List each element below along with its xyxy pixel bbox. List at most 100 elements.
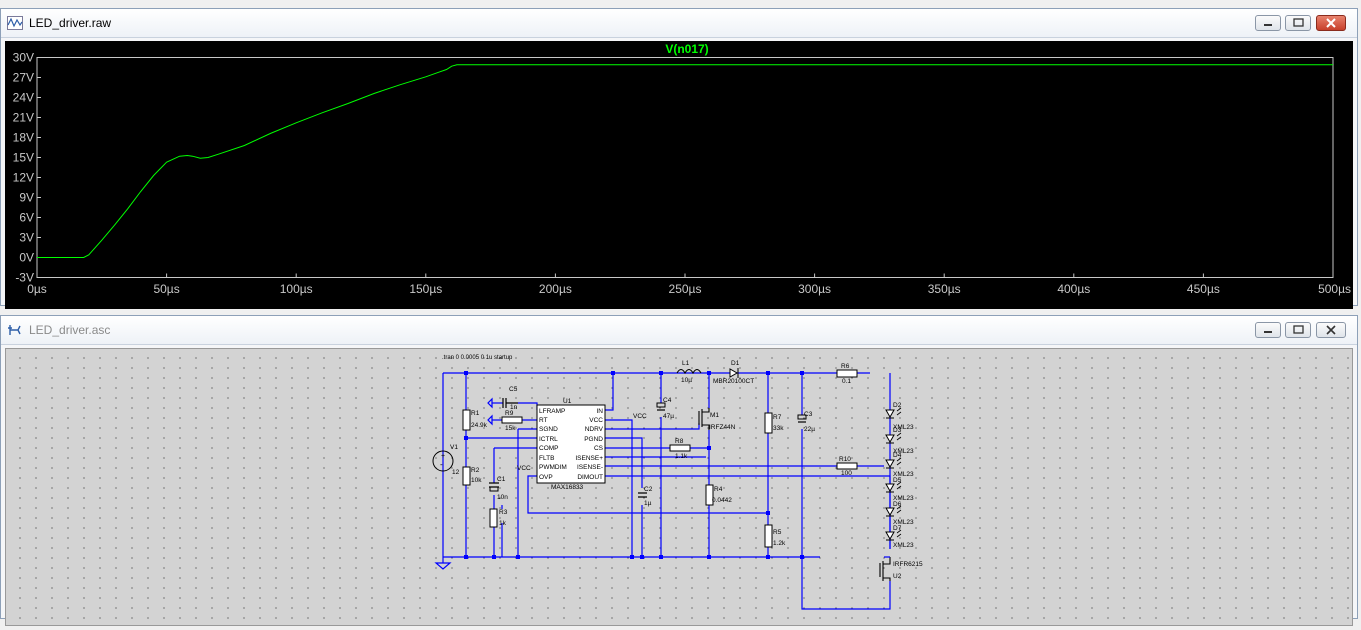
svg-text:IRFZ44N: IRFZ44N — [709, 424, 736, 431]
x-tick-label: 450µs — [1187, 282, 1220, 296]
capacitor-c3[interactable]: C3 22µ — [797, 411, 815, 433]
svg-text:U1: U1 — [563, 398, 572, 405]
trace-line[interactable] — [37, 64, 1333, 258]
junctions — [464, 371, 804, 559]
svg-text:DIMOUT: DIMOUT — [577, 474, 603, 481]
minimize-button[interactable] — [1255, 322, 1281, 338]
y-tick-label: 15V — [13, 151, 34, 165]
resistor-r1[interactable]: R1 24.9k — [462, 409, 488, 431]
svg-text:100: 100 — [841, 470, 852, 477]
svg-text:XML23: XML23 — [893, 448, 914, 455]
svg-text:D7: D7 — [893, 525, 902, 532]
y-tick-label: 30V — [13, 51, 34, 65]
schematic-canvas[interactable]: .tran 0 0.0005 0 1u startup — [5, 348, 1353, 626]
waveform-titlebar[interactable]: LED_driver.raw — [1, 9, 1357, 38]
capacitor-c2[interactable]: C2 1µ — [638, 486, 653, 507]
capacitor-c5[interactable]: C5 1n — [502, 386, 518, 411]
waveform-chart[interactable]: V(n017) 30V27V24V21V18V15V12V9V6V3V0V-3V… — [5, 41, 1353, 309]
maximize-button[interactable] — [1285, 322, 1311, 338]
led-d4[interactable]: D4 XML23 — [885, 452, 914, 478]
svg-text:1µ: 1µ — [644, 500, 652, 507]
x-tick-label: 100µs — [280, 282, 313, 296]
led-d2[interactable]: D2 XML23 — [885, 402, 914, 431]
svg-text:D2: D2 — [893, 402, 902, 409]
svg-text:ISENSE+: ISENSE+ — [575, 455, 603, 462]
close-icon — [1326, 18, 1336, 28]
inductor-l1[interactable]: L1 10µ — [676, 360, 702, 384]
resistor-r9[interactable]: R9 15k — [501, 410, 523, 432]
svg-text:1n: 1n — [510, 404, 518, 411]
voltage-source-v1[interactable]: + - V1 12 — [432, 444, 460, 476]
svg-text:10k: 10k — [471, 477, 482, 484]
resistor-r7[interactable]: R7 33k — [764, 412, 784, 434]
svg-text:12: 12 — [452, 469, 460, 476]
svg-text:R6: R6 — [841, 363, 850, 370]
svg-text:R7: R7 — [773, 414, 782, 421]
mosfet-u2[interactable]: IRFR6215 U2 — [879, 556, 923, 581]
schematic-window[interactable]: LED_driver.asc .tran 0 0.0005 0 1u start… — [0, 315, 1358, 626]
net-label-vcc[interactable]: VCC — [633, 413, 647, 420]
svg-text:1.2k: 1.2k — [773, 540, 786, 547]
x-tick-label: 0µs — [27, 282, 47, 296]
ic-u1[interactable]: U1 MAX16833 LFRAMP RT SGND ICTRL COMP FL… — [536, 398, 606, 491]
svg-text:R9: R9 — [505, 410, 514, 417]
resistor-r2[interactable]: R2 10k — [462, 466, 482, 486]
maximize-icon — [1293, 325, 1304, 334]
svg-text:IN: IN — [597, 408, 604, 415]
svg-text:FLTB: FLTB — [539, 455, 554, 462]
svg-text:XML23: XML23 — [893, 542, 914, 549]
svg-text:M1: M1 — [710, 412, 719, 419]
led-d6[interactable]: D6 XML23 — [885, 501, 914, 526]
svg-text:10n: 10n — [497, 494, 508, 501]
svg-text:R4: R4 — [714, 486, 723, 493]
resistor-r5[interactable]: R5 1.2k — [764, 524, 786, 548]
x-tick-label: 300µs — [798, 282, 831, 296]
plot-frame — [36, 57, 1334, 278]
maximize-button[interactable] — [1285, 15, 1311, 31]
y-tick-label: 12V — [13, 171, 34, 185]
y-tick-label: 0V — [19, 251, 34, 265]
minimize-icon — [1264, 331, 1272, 333]
led-d3[interactable]: D3 XML23 — [885, 427, 914, 455]
schematic-titlebar[interactable]: LED_driver.asc — [1, 316, 1357, 345]
svg-text:PGND: PGND — [584, 436, 603, 443]
resistor-r8[interactable]: R8 1.1k — [669, 438, 691, 460]
trace-label[interactable]: V(n017) — [665, 42, 708, 56]
svg-text:C4: C4 — [663, 397, 672, 404]
ground-icon — [487, 397, 493, 426]
mosfet-m1[interactable]: M1 IRFZ44N — [698, 408, 736, 431]
svg-text:D3: D3 — [893, 427, 902, 434]
net-label-vcc[interactable]: VCC — [517, 465, 531, 472]
svg-text:D1: D1 — [731, 360, 740, 367]
led-d5[interactable]: D5 XML23 — [885, 477, 914, 502]
svg-text:XML23: XML23 — [893, 471, 914, 478]
close-button[interactable] — [1316, 15, 1346, 31]
resistor-r4[interactable]: R4 0.0442 — [705, 484, 732, 506]
svg-text:NDRV: NDRV — [585, 426, 604, 433]
resistor-r6[interactable]: R6 0.1 — [836, 363, 858, 385]
svg-text:0.0442: 0.0442 — [712, 497, 732, 504]
x-tick-label: 400µs — [1057, 282, 1090, 296]
led-d7[interactable]: D7 XML23 — [885, 525, 914, 549]
svg-text:10µ: 10µ — [681, 377, 692, 384]
minimize-button[interactable] — [1255, 15, 1281, 31]
diode-d1[interactable]: D1 MBR20100CT — [713, 360, 754, 385]
svg-text:0.1: 0.1 — [842, 378, 851, 385]
spice-directive[interactable]: .tran 0 0.0005 0 1u startup — [442, 355, 513, 361]
resistor-r3[interactable]: R3 1k — [489, 508, 508, 528]
capacitor-c1[interactable]: C1 10n — [489, 476, 508, 501]
schematic-icon — [7, 323, 23, 337]
close-button[interactable] — [1316, 322, 1346, 338]
svg-text:R10: R10 — [839, 456, 851, 463]
resistor-r10[interactable]: R10 100 — [836, 456, 858, 477]
svg-text:+: + — [441, 453, 445, 460]
x-tick-label: 200µs — [539, 282, 572, 296]
schematic-drawing[interactable]: .tran 0 0.0005 0 1u startup — [6, 349, 1352, 625]
y-tick-label: 18V — [13, 131, 34, 145]
svg-text:D5: D5 — [893, 477, 902, 484]
svg-text:RT: RT — [539, 417, 548, 424]
svg-text:D4: D4 — [893, 452, 902, 459]
capacitor-c4[interactable]: C4 47µ — [656, 397, 674, 420]
